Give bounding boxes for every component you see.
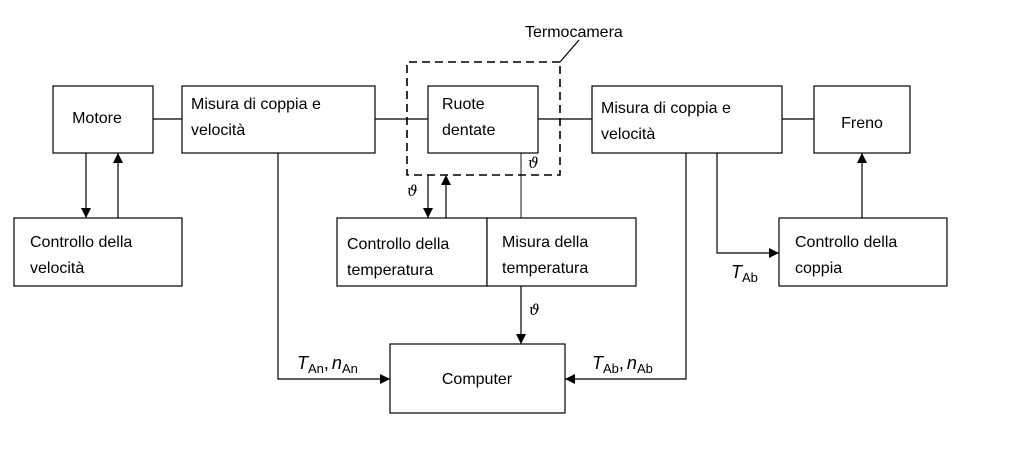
temp-measure-label-line2: temperatura [502,260,588,277]
output-speed-symbol: n [627,353,637,373]
output-torque-symbol: T [592,353,605,373]
block-computer: Computer [389,343,566,414]
thermal-camera-label: Termocamera [525,24,623,41]
theta-label-temp-control: ϑ [407,182,418,200]
torque-control-label-line2: coppia [795,260,842,277]
arrow-measure-right-to-torque-control [716,153,779,258]
input-torque-subscript: An [308,361,324,376]
block-torque-control: Controllo della coppia [778,217,948,287]
output-torque-subscript: Ab [603,361,619,376]
block-measure-left: Misura di coppia e velocità [181,85,376,154]
gears-label-line2: dentate [442,122,495,139]
thermal-camera-boundary: Termocamera [406,24,623,176]
input-separator: , [324,353,329,373]
brake-torque-subscript: Ab [742,270,758,285]
block-temp-control: Controllo della temperatura [336,217,488,287]
block-measure-right: Misura di coppia e velocità [591,85,783,154]
brake-torque-symbol: T [731,262,744,282]
motor-label: Motore [72,110,122,127]
torque-control-label-line1: Controllo della [795,234,897,251]
block-speed-control: Controllo della velocità [13,217,183,287]
measure-left-label-line2: velocità [191,122,245,139]
output-separator: , [619,353,624,373]
speed-control-label-line1: Controllo della [30,234,132,251]
block-temp-measure: Misura della temperatura [486,217,637,287]
input-speed-symbol: n [332,353,342,373]
theta-label-gears: ϑ [528,154,539,172]
measure-right-label-line1: Misura di coppia e [601,100,731,117]
speed-control-label-line2: velocità [30,260,84,277]
block-brake: Freno [813,85,911,154]
brake-torque-label: TAb [731,262,758,285]
temp-control-label-line2: temperatura [347,262,433,279]
computer-label: Computer [442,371,513,388]
brake-label: Freno [841,115,883,132]
input-speed-subscript: An [342,361,358,376]
gears-label-line1: Ruote [442,96,485,113]
measure-left-label-line1: Misura di coppia e [191,96,321,113]
input-signal-label: TAn,nAn [297,353,358,376]
connections [81,118,867,384]
output-signal-label: TAb,nAb [592,353,653,376]
input-torque-symbol: T [297,353,310,373]
block-gears: Ruote dentate [427,85,539,154]
block-motor: Motore [52,85,154,154]
arrow-measure-right-to-computer [565,153,687,384]
temp-control-label-line1: Controllo della [347,236,449,253]
arrow-measure-left-to-computer [277,153,390,384]
output-speed-subscript: Ab [637,361,653,376]
measure-right-label-line2: velocità [601,126,655,143]
theta-label-computer: ϑ [529,301,540,319]
temp-measure-label-line1: Misura della [502,234,588,251]
